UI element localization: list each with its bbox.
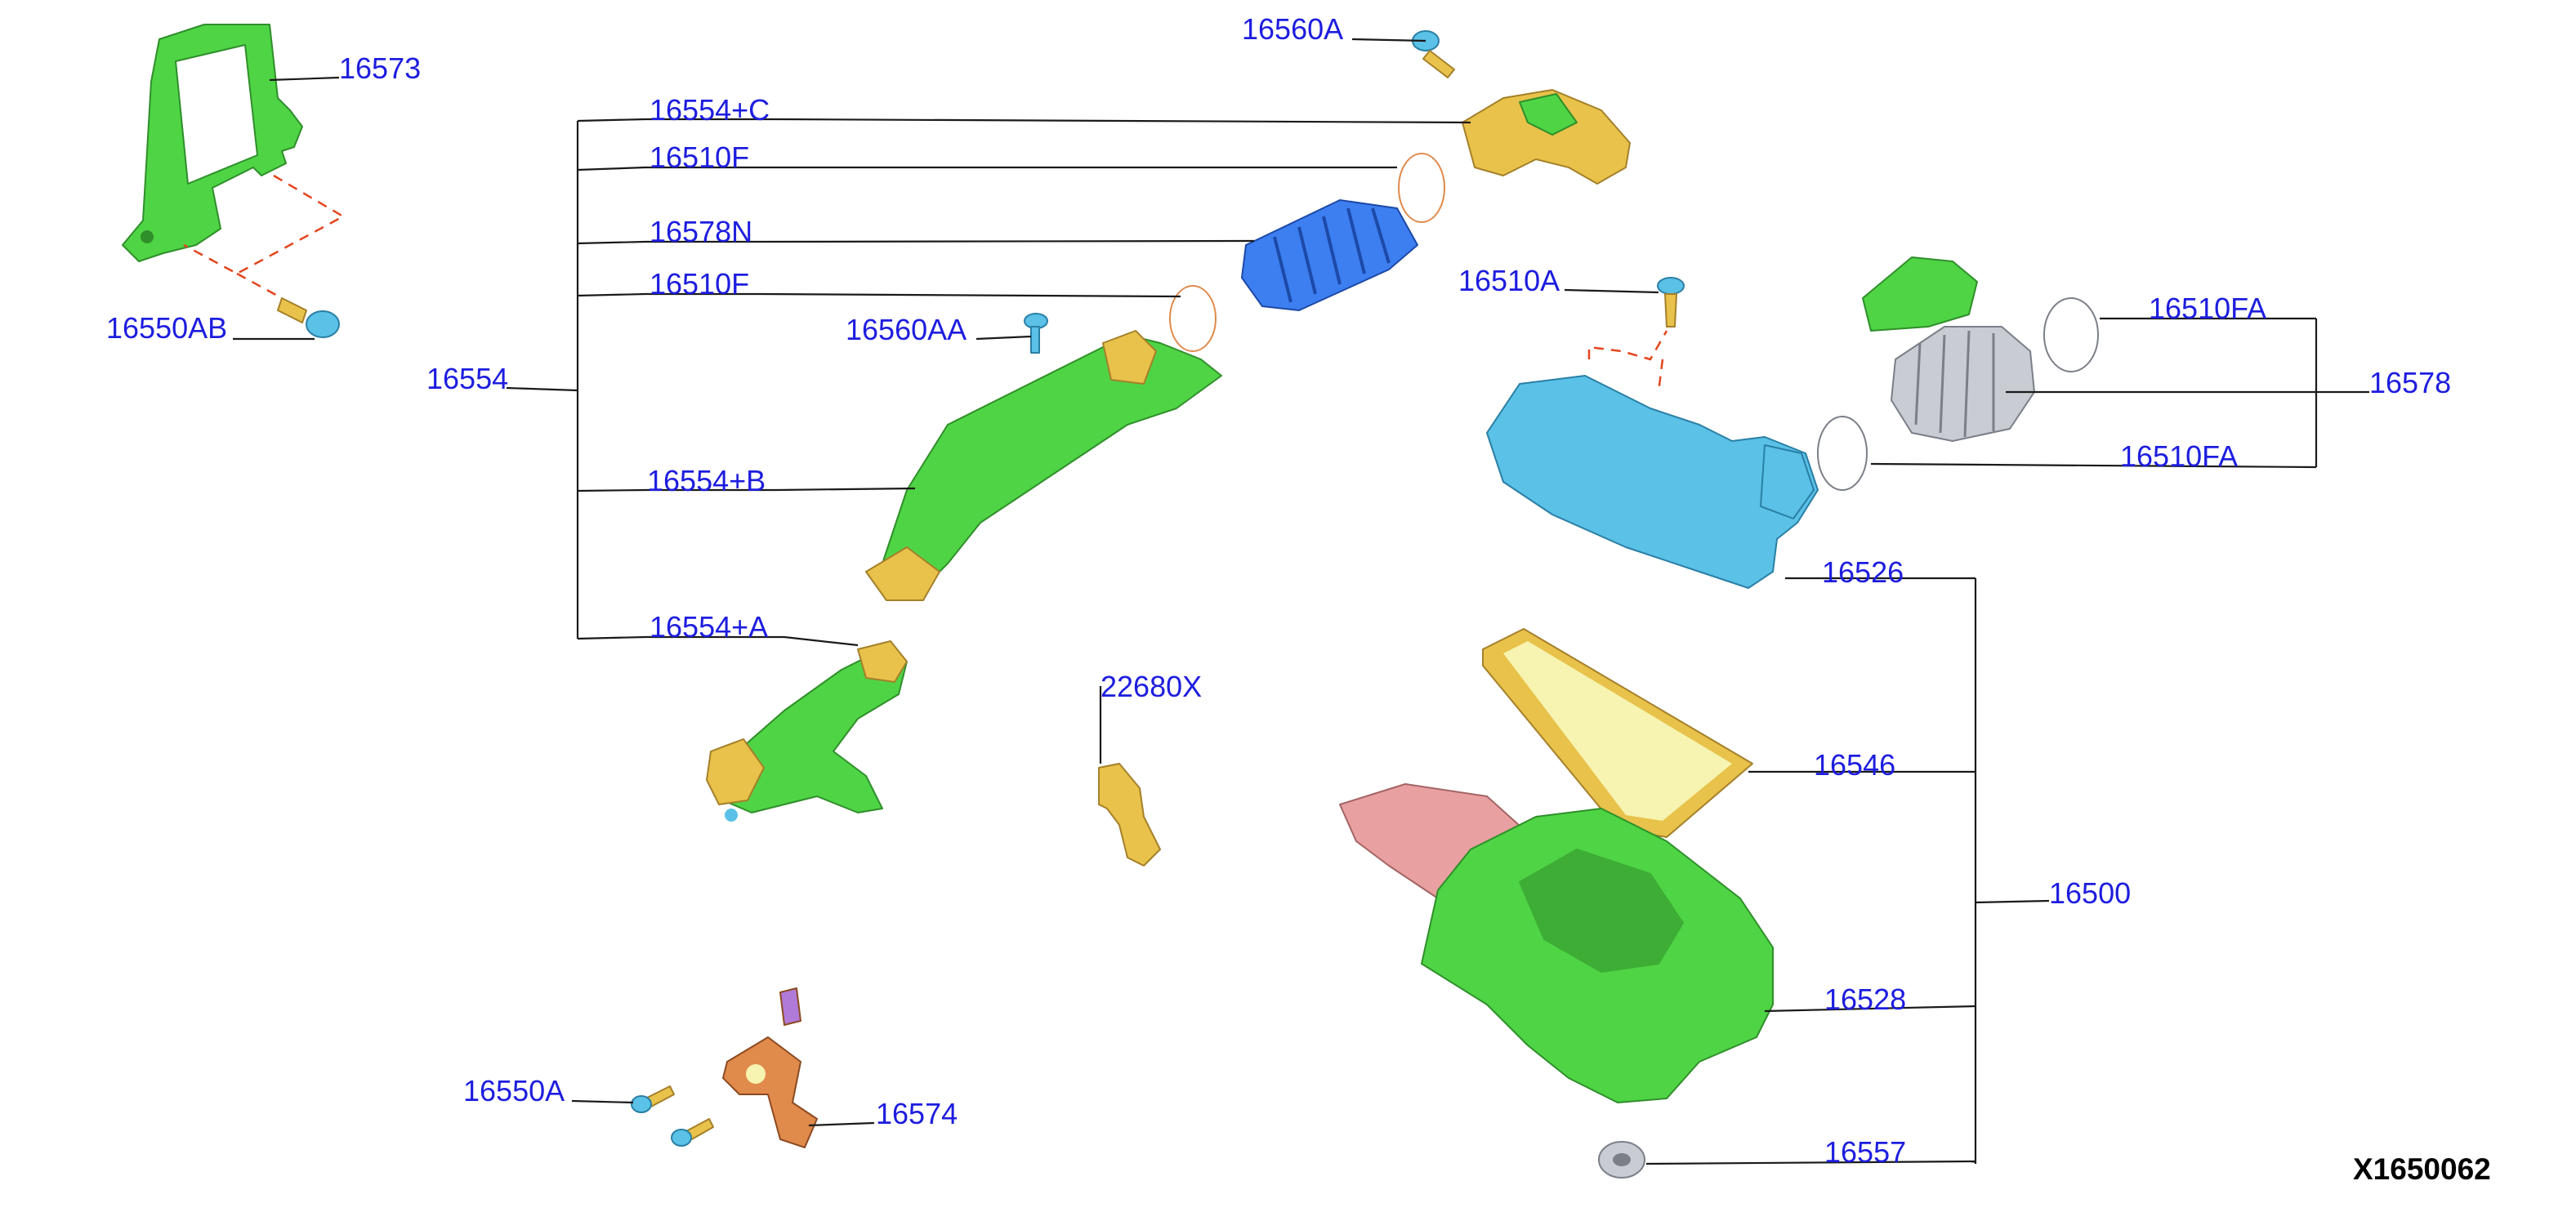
- elbow-body-shape: [1462, 89, 1631, 185]
- bracket-dash-guide: [183, 174, 346, 300]
- label-16573[interactable]: 16573: [339, 51, 421, 85]
- screw-shank-shape: [1030, 326, 1040, 354]
- cover-body-shape: [1486, 375, 1819, 589]
- bracket-16573-part[interactable]: [122, 24, 303, 262]
- filter-media-shape: [1503, 641, 1732, 821]
- label-16500[interactable]: 16500: [2049, 876, 2131, 910]
- duct-inlet-shape: [1102, 330, 1157, 385]
- label-16557[interactable]: 16557: [1824, 1135, 1906, 1169]
- cover-16526-part[interactable]: [1486, 375, 1819, 589]
- bolt-head-shape: [306, 310, 340, 338]
- sensor-22680X-part[interactable]: [1098, 763, 1161, 867]
- label-16554C[interactable]: 16554+C: [650, 93, 770, 127]
- duct-outlet-shape: [865, 546, 940, 601]
- bolt-16510A-part[interactable]: [1657, 277, 1685, 328]
- screw-16560AA-part[interactable]: [1024, 313, 1048, 354]
- label-16578N[interactable]: 16578N: [650, 215, 752, 248]
- grommet-16557-part[interactable]: [1598, 1141, 1645, 1179]
- bracket-frame-shape: [122, 24, 303, 262]
- duct-body-shape: [882, 334, 1222, 589]
- grommet-inner-shape: [1613, 1153, 1631, 1166]
- bracket-hole-shape: [746, 1064, 766, 1084]
- bracket-tab-shape: [779, 987, 801, 1026]
- hose-ribs-shape: [1273, 207, 1391, 303]
- sensor-body-shape: [1098, 763, 1161, 867]
- label-16554A[interactable]: 16554+A: [650, 610, 768, 644]
- bracket-body-shape: [722, 1036, 818, 1148]
- label-16526[interactable]: 16526: [1822, 555, 1904, 589]
- label-16554[interactable]: 16554: [426, 362, 508, 395]
- label-16510A[interactable]: 16510A: [1458, 264, 1560, 297]
- clamp-ring-shape: [1169, 285, 1217, 352]
- bolt-16550A-part[interactable]: [631, 1085, 714, 1147]
- elbow-16554C-part[interactable]: [1462, 89, 1631, 185]
- clamp-16510FA-low-part[interactable]: [1817, 416, 1868, 491]
- cover-outlet-shape: [1760, 444, 1815, 519]
- housing-16528-part[interactable]: [1339, 783, 1774, 1103]
- clamp-ring-shape: [2043, 297, 2099, 372]
- label-16578[interactable]: 16578: [2369, 366, 2451, 399]
- dashed-guides: [183, 174, 1668, 393]
- leader-lines: [233, 38, 2369, 1165]
- label-16510F-low[interactable]: 16510F: [650, 267, 749, 301]
- bolt-head-shape: [1657, 277, 1685, 295]
- hose-16578-part[interactable]: [1862, 256, 2035, 442]
- label-16546[interactable]: 16546: [1814, 748, 1895, 782]
- housing-cavity-shape: [1519, 849, 1684, 973]
- hose-body-shape: [1891, 326, 2035, 442]
- clamp-ring-shape: [1817, 416, 1868, 491]
- screw-16560A-part[interactable]: [1412, 30, 1455, 78]
- bolt-shank-shape: [277, 297, 307, 323]
- label-16560A[interactable]: 16560A: [1242, 12, 1343, 46]
- hose-body-shape: [1241, 199, 1418, 311]
- clamp-16510F-top-part[interactable]: [1398, 153, 1445, 223]
- hose-resonator-shape: [1862, 256, 1978, 332]
- bracket-16574-part[interactable]: [722, 987, 818, 1148]
- screw-shank-shape: [1422, 50, 1455, 78]
- label-16510F-top[interactable]: 16510F: [650, 140, 749, 174]
- bolt-16510A-dash-guide: [1587, 330, 1668, 393]
- diagram-code: X1650062: [2353, 1152, 2491, 1186]
- hose-16578N-part[interactable]: [1241, 199, 1418, 311]
- duct-lower-inlet-shape: [857, 640, 908, 683]
- label-16510FA-top[interactable]: 16510FA: [2149, 292, 2266, 325]
- label-16554B[interactable]: 16554+B: [647, 464, 766, 497]
- clamp-ring-shape: [1398, 153, 1445, 223]
- label-16528[interactable]: 16528: [1824, 983, 1906, 1016]
- duct-lower-mouth-shape: [706, 738, 765, 805]
- filter-16546-part[interactable]: [1482, 628, 1753, 838]
- duct-lower-clip-shape: [725, 809, 738, 822]
- label-16510FA-low[interactable]: 16510FA: [2120, 439, 2238, 473]
- duct-16554A-part[interactable]: [706, 640, 908, 822]
- elbow-rib-shape: [1519, 93, 1578, 136]
- bolt-shank-shape: [1664, 293, 1677, 328]
- bolt-16550AB-part[interactable]: [277, 297, 340, 338]
- callout-labels: 16573 16550AB 16554 16554+C 16510F 16578…: [106, 12, 2491, 1186]
- label-16550A[interactable]: 16550A: [463, 1074, 565, 1107]
- clamp-16510F-low-part[interactable]: [1169, 285, 1217, 352]
- bolt-b-head-shape: [671, 1129, 692, 1147]
- label-22680X[interactable]: 22680X: [1100, 670, 1202, 703]
- hose-ribs-shape: [1914, 330, 1995, 438]
- bracket-hole-shape: [141, 230, 154, 243]
- duct-16554B-part[interactable]: [865, 330, 1222, 601]
- label-16560AA[interactable]: 16560AA: [846, 313, 967, 346]
- label-16550AB[interactable]: 16550AB: [106, 311, 227, 345]
- label-16574[interactable]: 16574: [876, 1097, 958, 1130]
- bolt-a-head-shape: [631, 1095, 652, 1113]
- clamp-16510FA-top-part[interactable]: [2043, 297, 2099, 372]
